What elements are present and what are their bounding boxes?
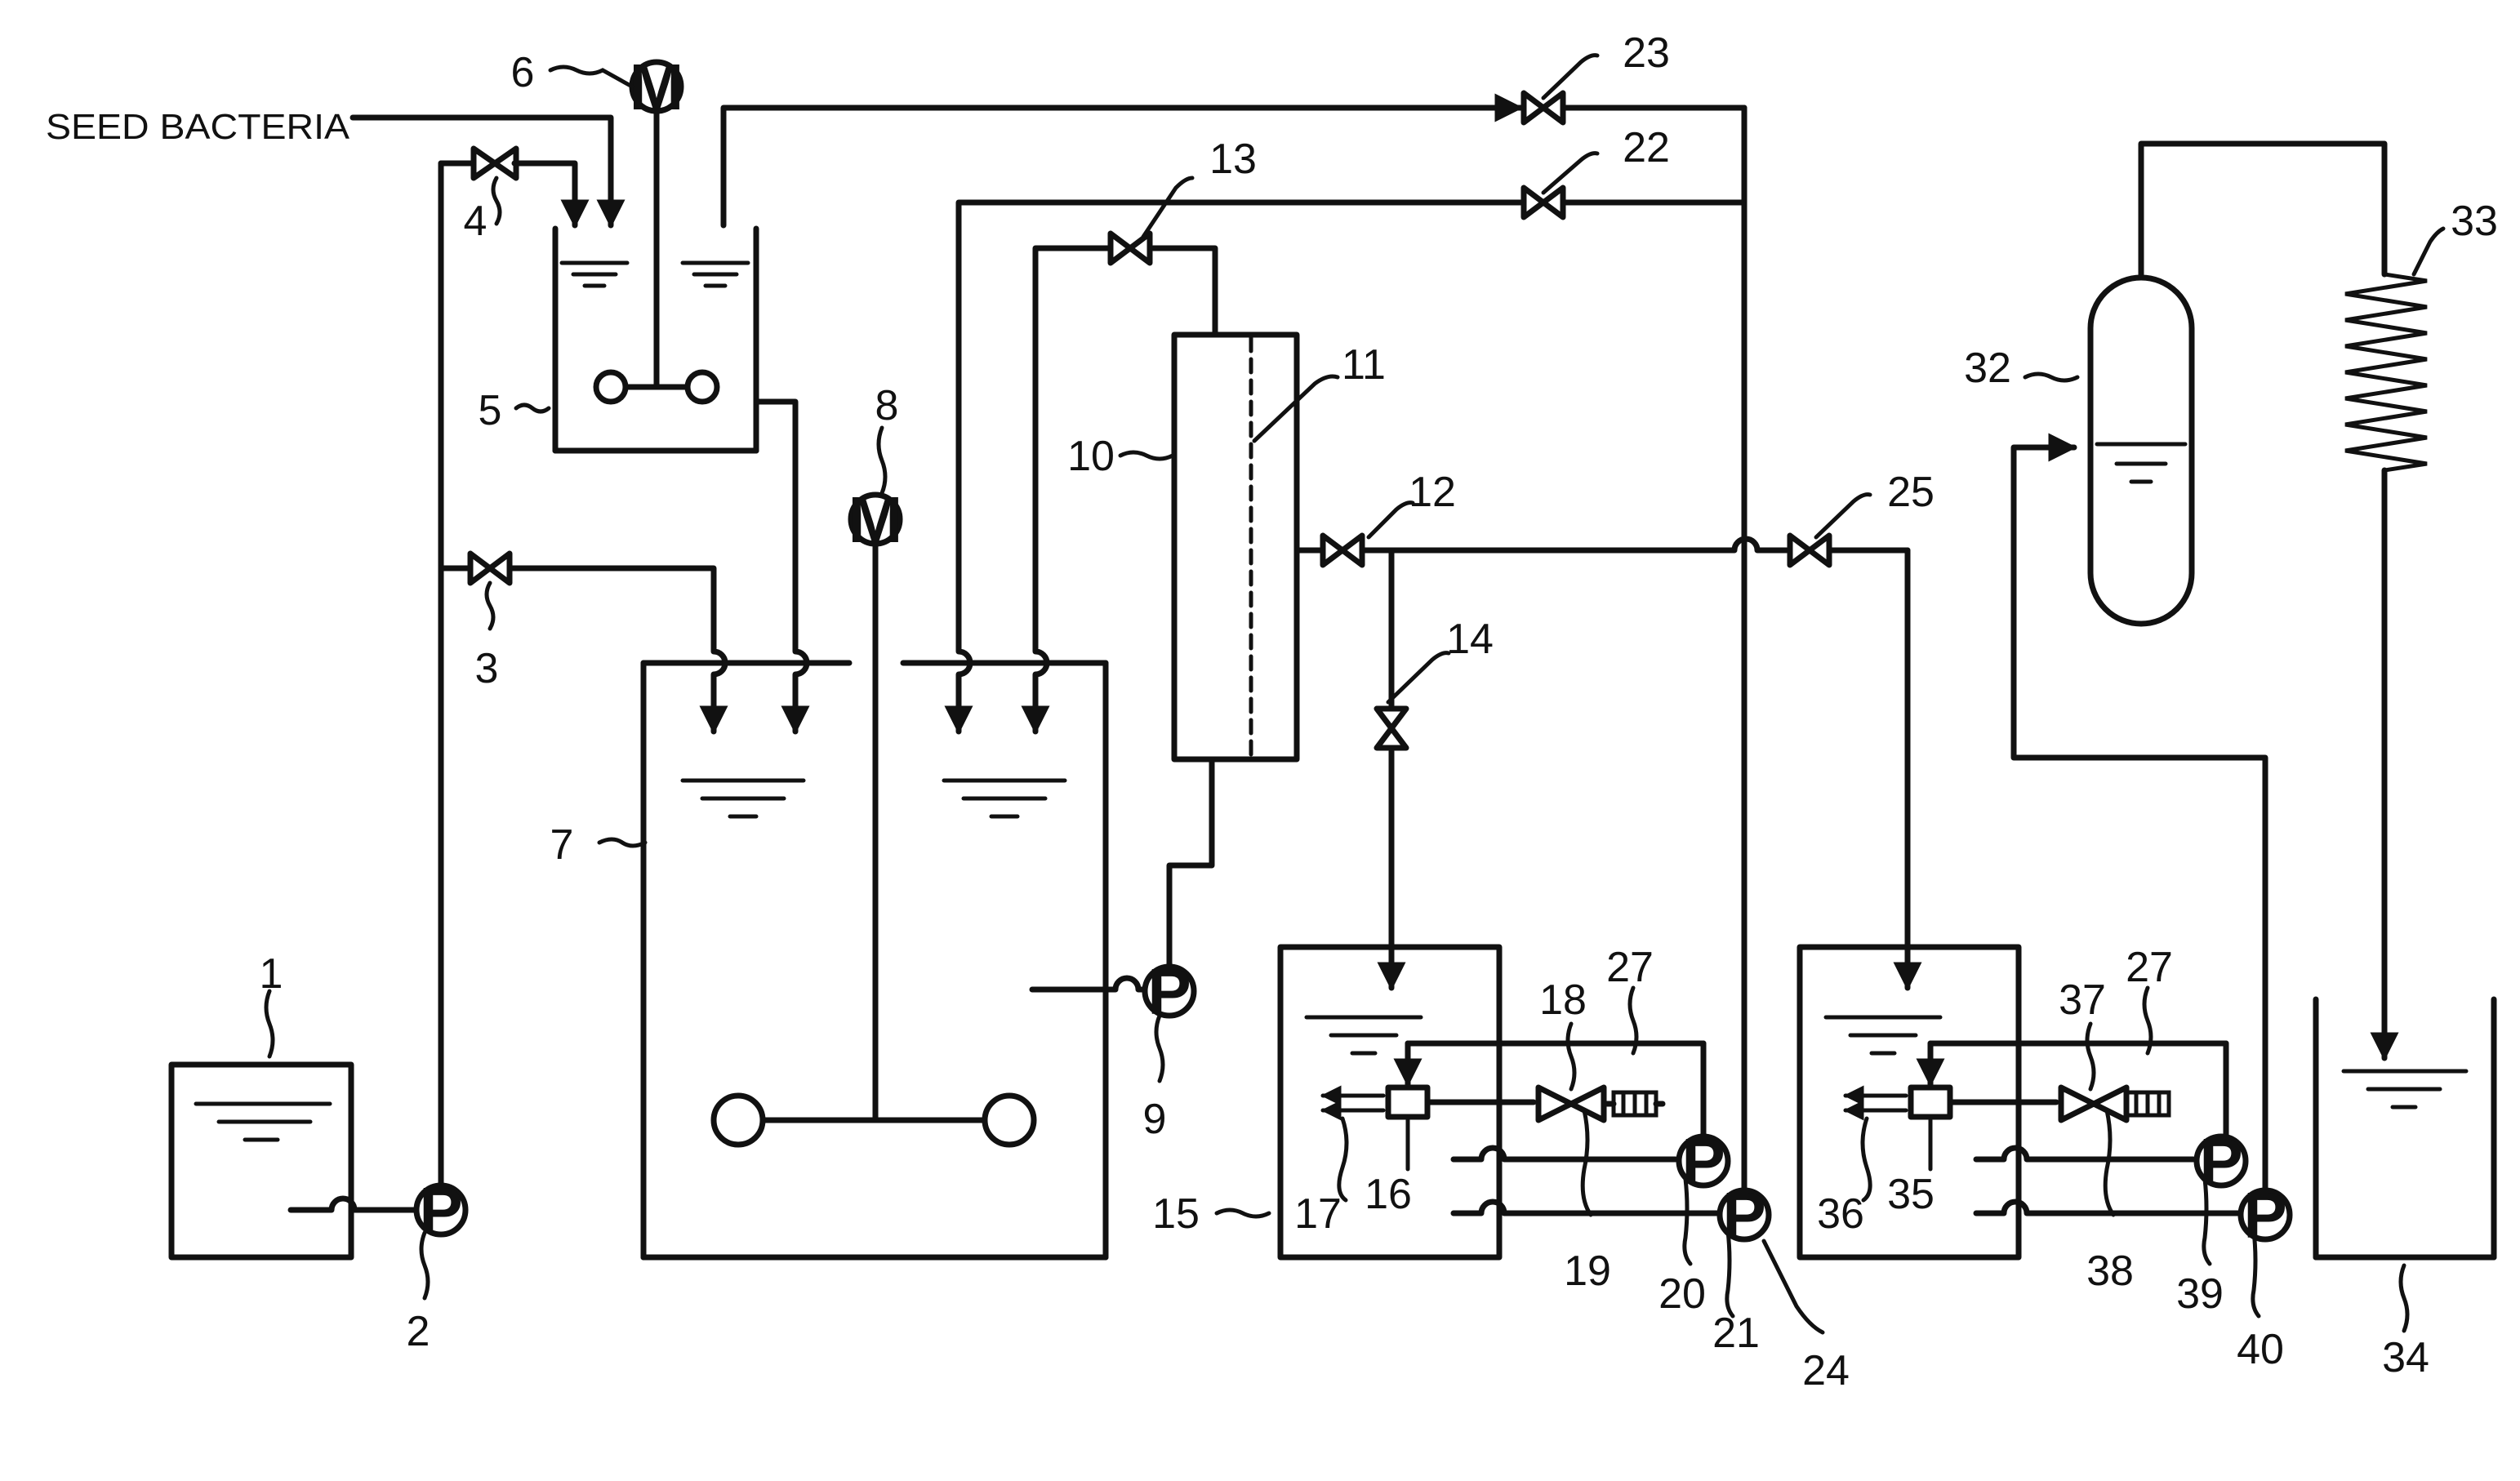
label-1: 1 bbox=[260, 950, 283, 998]
motor-8: M bbox=[848, 483, 903, 556]
label-32: 32 bbox=[1964, 345, 2011, 392]
label-36: 36 bbox=[1817, 1190, 1864, 1238]
label-34: 34 bbox=[2382, 1334, 2429, 1381]
label-16: 16 bbox=[1365, 1171, 1412, 1218]
leader-lines bbox=[266, 56, 2443, 1332]
label-19: 19 bbox=[1564, 1248, 1611, 1295]
label-22: 22 bbox=[1623, 124, 1670, 171]
label-2: 2 bbox=[407, 1308, 430, 1355]
svg-text:P: P bbox=[2243, 1179, 2286, 1252]
label-17: 17 bbox=[1294, 1190, 1342, 1238]
collection-tank-34 bbox=[2316, 999, 2494, 1257]
label-18: 18 bbox=[1539, 976, 1587, 1024]
labels: SEED BACTERIA 1 2 3 4 5 6 7 8 9 10 11 12… bbox=[46, 29, 2498, 1394]
raw-material-tank bbox=[171, 1065, 351, 1257]
label-7: 7 bbox=[550, 821, 574, 869]
vessel-32 bbox=[2090, 278, 2192, 624]
label-4: 4 bbox=[464, 198, 488, 245]
label-20: 20 bbox=[1658, 1270, 1706, 1318]
seed-vessel-agitator bbox=[596, 108, 717, 402]
valve-18 bbox=[1538, 1087, 1604, 1120]
label-8: 8 bbox=[875, 382, 899, 429]
label-21: 21 bbox=[1712, 1310, 1760, 1357]
label-10: 10 bbox=[1067, 433, 1115, 480]
label-24: 24 bbox=[1802, 1347, 1850, 1394]
valve-37 bbox=[2061, 1087, 2126, 1120]
svg-text:P: P bbox=[1147, 955, 1191, 1028]
valve-3 bbox=[470, 554, 510, 583]
label-14: 14 bbox=[1446, 616, 1494, 663]
outlet-17-arrows bbox=[1323, 1096, 1383, 1110]
fermenter-agitator bbox=[714, 545, 1034, 1145]
coil-33 bbox=[2345, 274, 2427, 470]
valve-25 bbox=[1790, 536, 1829, 565]
label-37: 37 bbox=[2059, 976, 2106, 1024]
filter-27a bbox=[1604, 1092, 1663, 1115]
label-3: 3 bbox=[475, 645, 499, 692]
label-11: 11 bbox=[1342, 341, 1386, 389]
label-15: 15 bbox=[1152, 1190, 1200, 1238]
label-35: 35 bbox=[1887, 1171, 1935, 1218]
label-27a: 27 bbox=[1606, 944, 1654, 991]
outlet-36-arrows bbox=[1845, 1096, 1906, 1110]
label-9: 9 bbox=[1143, 1096, 1167, 1143]
svg-text:P: P bbox=[419, 1174, 462, 1247]
label-39: 39 bbox=[2176, 1270, 2224, 1318]
label-40: 40 bbox=[2237, 1326, 2284, 1373]
valve-4 bbox=[474, 149, 516, 178]
label-12: 12 bbox=[1409, 469, 1456, 516]
label-33: 33 bbox=[2451, 198, 2498, 245]
filter-27b bbox=[2126, 1092, 2169, 1115]
label-25: 25 bbox=[1887, 469, 1935, 516]
label-27b: 27 bbox=[2126, 944, 2173, 991]
label-6: 6 bbox=[511, 49, 535, 96]
valve-12 bbox=[1323, 536, 1362, 565]
pump-40: P bbox=[2241, 1179, 2290, 1252]
svg-text:M: M bbox=[630, 51, 684, 123]
label-5: 5 bbox=[479, 387, 502, 434]
label-23: 23 bbox=[1623, 29, 1670, 77]
membrane-separation-module bbox=[1174, 335, 1297, 759]
pump-9: P bbox=[1145, 955, 1194, 1028]
label-38: 38 bbox=[2086, 1248, 2134, 1295]
motor-6: M bbox=[630, 51, 684, 123]
seed-bacteria-label: SEED BACTERIA bbox=[46, 107, 350, 147]
svg-text:M: M bbox=[848, 483, 903, 556]
label-13: 13 bbox=[1209, 136, 1257, 183]
valve-14 bbox=[1377, 709, 1406, 748]
